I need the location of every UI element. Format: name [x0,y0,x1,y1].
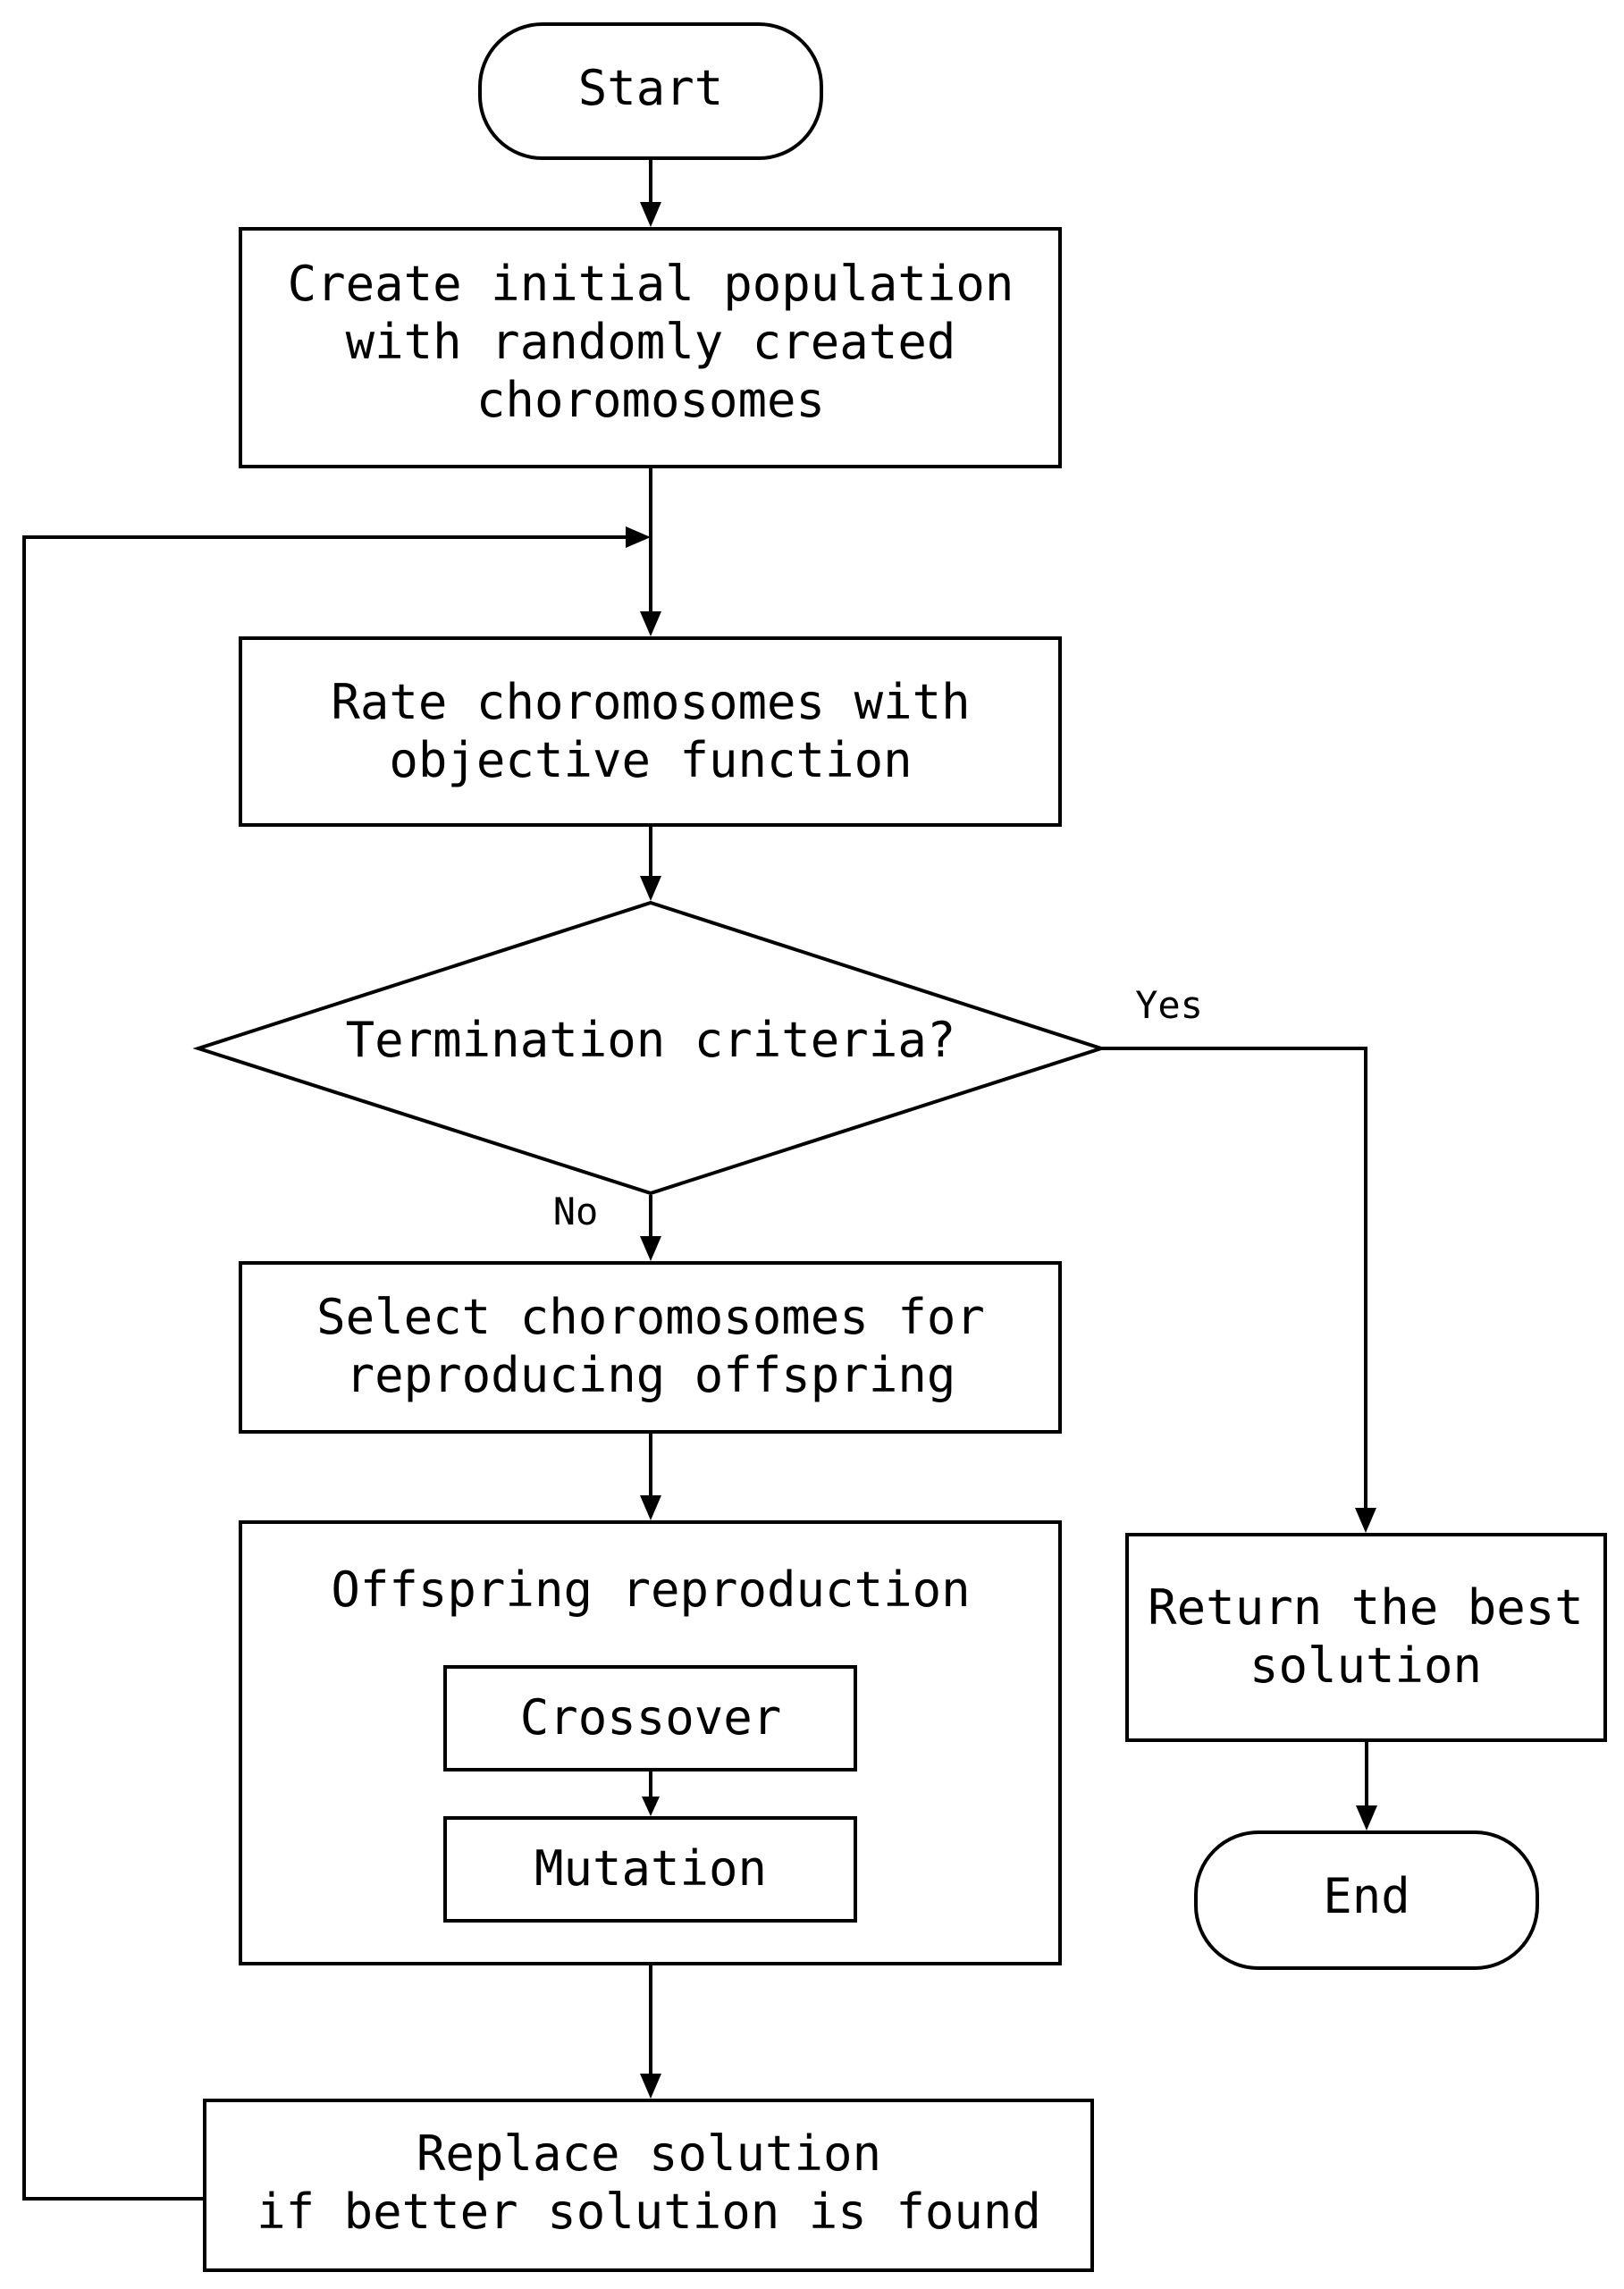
rate-node: Rate choromosomes with objective functio… [239,636,1062,827]
offspring-reproduction-label: Offspring reproduction [331,1561,970,1618]
edge-termination-yes [1101,1047,1376,1533]
rate-line-2: objective function [389,732,912,788]
replace-line-1: Replace solution [417,2125,881,2182]
select-line-1: Select choromosomes for [316,1289,985,1345]
create-population-line-2: with randomly created [346,314,956,370]
replace-node: Replace solution if better solution is f… [203,2099,1094,2272]
edge-create-to-rate [640,468,661,636]
end-label: End [1323,1868,1410,1924]
end-node: End [1194,1830,1539,1970]
create-population-line-1: Create initial population [288,256,1014,312]
replace-line-2: if better solution is found [257,2184,1041,2240]
edge-return-to-end [1356,1742,1377,1830]
return-best-line-2: solution [1250,1637,1482,1694]
return-best-line-1: Return the best [1148,1579,1584,1636]
termination-label: Termination criteria? [346,1012,956,1068]
edge-crossover-to-mutation [642,1771,660,1816]
edge-offspring-to-replace [640,1965,661,2099]
edge-label-no: No [553,1190,599,1233]
edge-termination-no [640,1195,661,1261]
edge-loop-back [22,526,651,2201]
select-line-2: reproducing offspring [346,1347,956,1403]
offspring-reproduction-node: Offspring reproduction Crossover Mutatio… [239,1520,1062,1965]
mutation-node: Mutation [443,1816,857,1923]
edge-rate-to-termination [640,827,661,901]
crossover-label: Crossover [520,1689,782,1746]
start-node: Start [478,22,823,160]
crossover-node: Crossover [443,1665,857,1771]
start-label: Start [578,60,724,116]
edge-select-to-offspring [640,1434,661,1520]
create-population-node: Create initial population with randomly … [239,227,1062,468]
edge-start-to-create [640,160,661,227]
edge-label-yes: Yes [1135,983,1203,1027]
return-best-node: Return the best solution [1125,1533,1607,1742]
termination-decision: Termination criteria? [192,900,1107,1196]
mutation-label: Mutation [534,1840,767,1897]
rate-line-1: Rate choromosomes with [331,674,970,730]
select-node: Select choromosomes for reproducing offs… [239,1261,1062,1434]
create-population-line-3: choromosomes [476,372,825,428]
